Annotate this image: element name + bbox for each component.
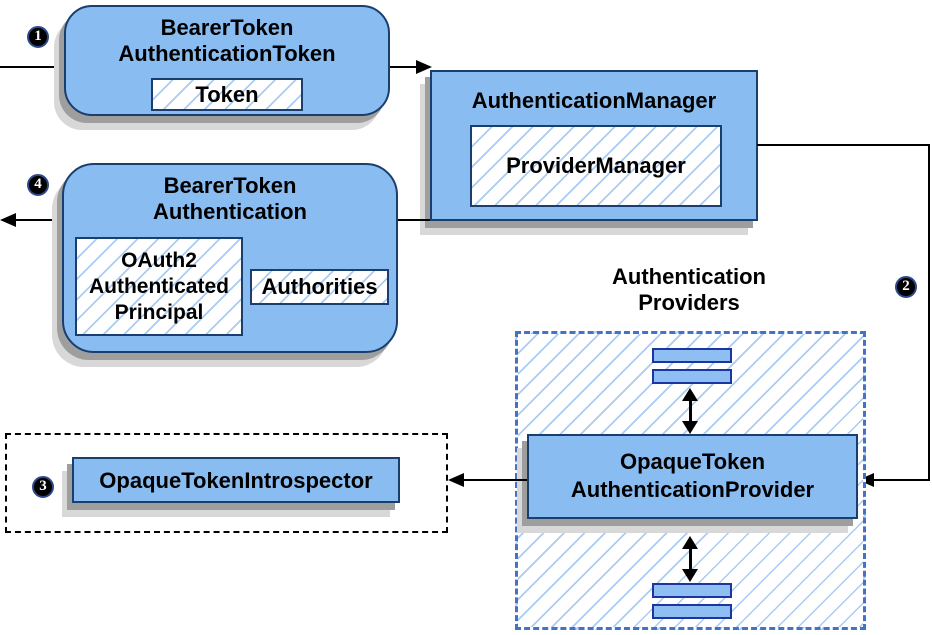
arrow-stem: [688, 398, 692, 424]
node-authentication-manager: AuthenticationManager ProviderManager: [430, 70, 758, 221]
step-badge-3: 3: [32, 476, 54, 498]
arrowhead-up-icon: [682, 388, 698, 401]
arrowhead-down-icon: [682, 421, 698, 434]
authentication-providers-label: Authentication Providers: [589, 264, 789, 316]
node-title-line: Authentication: [153, 199, 307, 224]
double-arrow-vertical-icon: [682, 536, 698, 582]
flow-line-step4-out: [14, 219, 62, 221]
flow-line-request-in: [0, 66, 64, 68]
introspector-dashed-container: [5, 433, 448, 533]
flow-line-step1: [390, 66, 418, 68]
node-title-line: AuthenticationProvider: [570, 477, 815, 502]
node-bearer-token-authentication: BearerToken Authentication OAuth2 Authen…: [62, 163, 398, 353]
step-badge-4: 4: [27, 174, 49, 196]
label-line: Authentication: [612, 264, 766, 289]
arrowhead-right-icon: [416, 60, 432, 74]
flow-line-step2-top: [757, 144, 930, 146]
node-title-line: AuthenticationManager: [471, 88, 717, 113]
arrow-stem: [688, 546, 692, 572]
flow-line-step3: [462, 479, 527, 481]
principal-line: Principal: [114, 301, 204, 324]
inner-box-authorities: Authorities: [250, 269, 389, 305]
arrowhead-left-icon: [448, 473, 464, 487]
node-title-line: OpaqueToken: [619, 449, 766, 474]
node-title-line: OpaqueTokenIntrospector: [99, 468, 373, 493]
node-title-line: BearerToken: [160, 15, 294, 40]
node-bearer-token-authentication-token: BearerToken AuthenticationToken Token: [64, 5, 390, 116]
step-badge-1: 1: [27, 26, 49, 48]
provider-slot-bar: [652, 348, 732, 363]
flow-line-return: [396, 219, 430, 221]
step-badge-2: 2: [895, 276, 917, 298]
double-arrow-vertical-icon: [682, 388, 698, 434]
arrowhead-up-icon: [682, 536, 698, 549]
provider-slot-bar: [652, 369, 732, 384]
arrowhead-down-icon: [682, 569, 698, 582]
node-opaque-token-introspector: OpaqueTokenIntrospector: [72, 457, 400, 503]
flow-line-step2-down: [928, 144, 930, 481]
flow-line-step2-into-provider: [872, 479, 930, 481]
node-title-line: AuthenticationToken: [118, 41, 336, 66]
inner-box-token: Token: [151, 78, 303, 111]
principal-line: Authenticated: [88, 275, 229, 298]
node-opaque-token-authentication-provider: OpaqueToken AuthenticationProvider: [527, 434, 858, 519]
principal-line: OAuth2: [121, 249, 197, 272]
arrowhead-left-icon: [0, 213, 16, 227]
provider-slot-bar: [652, 583, 732, 598]
node-title-line: BearerToken: [163, 173, 297, 198]
label-line: Providers: [638, 290, 740, 315]
inner-box-provider-manager: ProviderManager: [470, 125, 722, 207]
provider-slot-bar: [652, 604, 732, 619]
inner-box-oauth2-authenticated-principal: OAuth2 Authenticated Principal: [75, 237, 243, 336]
